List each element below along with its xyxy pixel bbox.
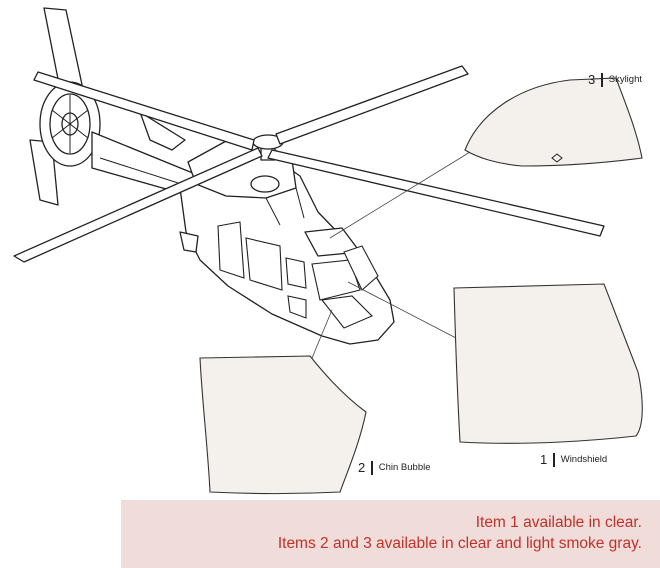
callout-divider [371,460,373,475]
chin-bubble-label: Chin Bubble [378,462,431,473]
skylight-callout: 3 Skylight [588,72,642,87]
availability-note: Item 1 available in clear. Items 2 and 3… [121,500,660,568]
rotor-hub [252,134,284,161]
chin-bubble-callout: 2 Chin Bubble [358,460,431,475]
windshield-label: Windshield [560,454,608,465]
availability-note-line-2: Items 2 and 3 available in clear and lig… [277,535,642,552]
tail-rotor [39,81,101,167]
chin-bubble-part [199,355,367,495]
windshield-part [453,283,643,444]
windshield-number: 1 [540,452,548,467]
skylight-number: 3 [588,72,596,87]
main-rotor-blades [13,65,605,263]
callout-divider [601,72,603,87]
windshield-callout: 1 Windshield [540,452,607,467]
skylight-label: Skylight [608,74,642,85]
callout-divider [553,452,555,467]
skylight-part [464,77,643,167]
chin-bubble-number: 2 [358,460,366,475]
leader-lines [311,151,471,359]
availability-note-line-1: Item 1 available in clear. [475,514,642,531]
